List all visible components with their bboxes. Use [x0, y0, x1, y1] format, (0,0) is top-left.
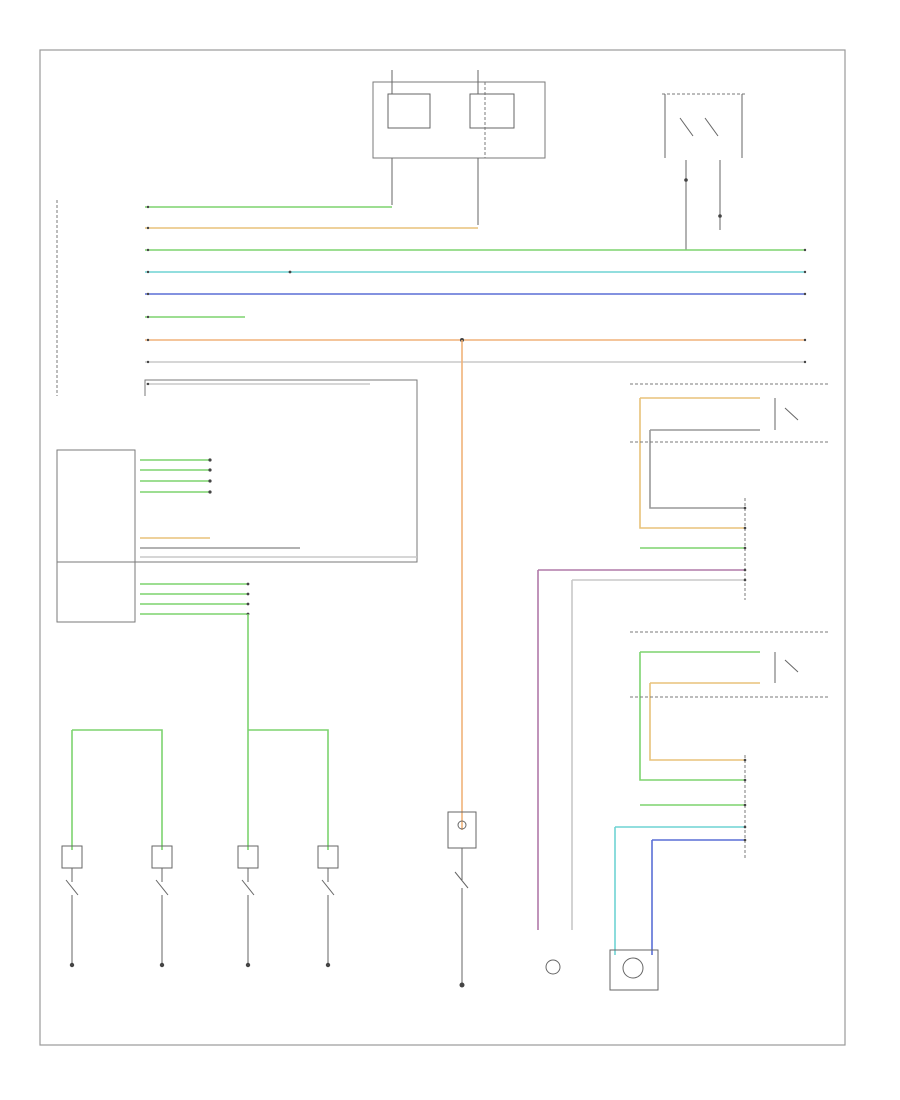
lower-module-wires	[140, 458, 417, 616]
passenger-door-module	[614, 631, 830, 955]
courtesy-lamps	[545, 949, 659, 991]
module-wires	[145, 206, 805, 385]
lamp-right	[622, 957, 644, 979]
door-switch-circuits	[61, 614, 339, 968]
module-terminals	[146, 205, 807, 386]
driver-door-module	[537, 383, 830, 930]
door-switch-top-right	[662, 93, 745, 250]
lamp-left	[545, 959, 561, 975]
diagram-frame	[39, 49, 846, 1046]
dome-lamp-circuit	[447, 338, 477, 988]
body-control-module	[56, 200, 418, 623]
fuse-block	[372, 70, 546, 225]
lamp-right-box	[609, 949, 659, 991]
